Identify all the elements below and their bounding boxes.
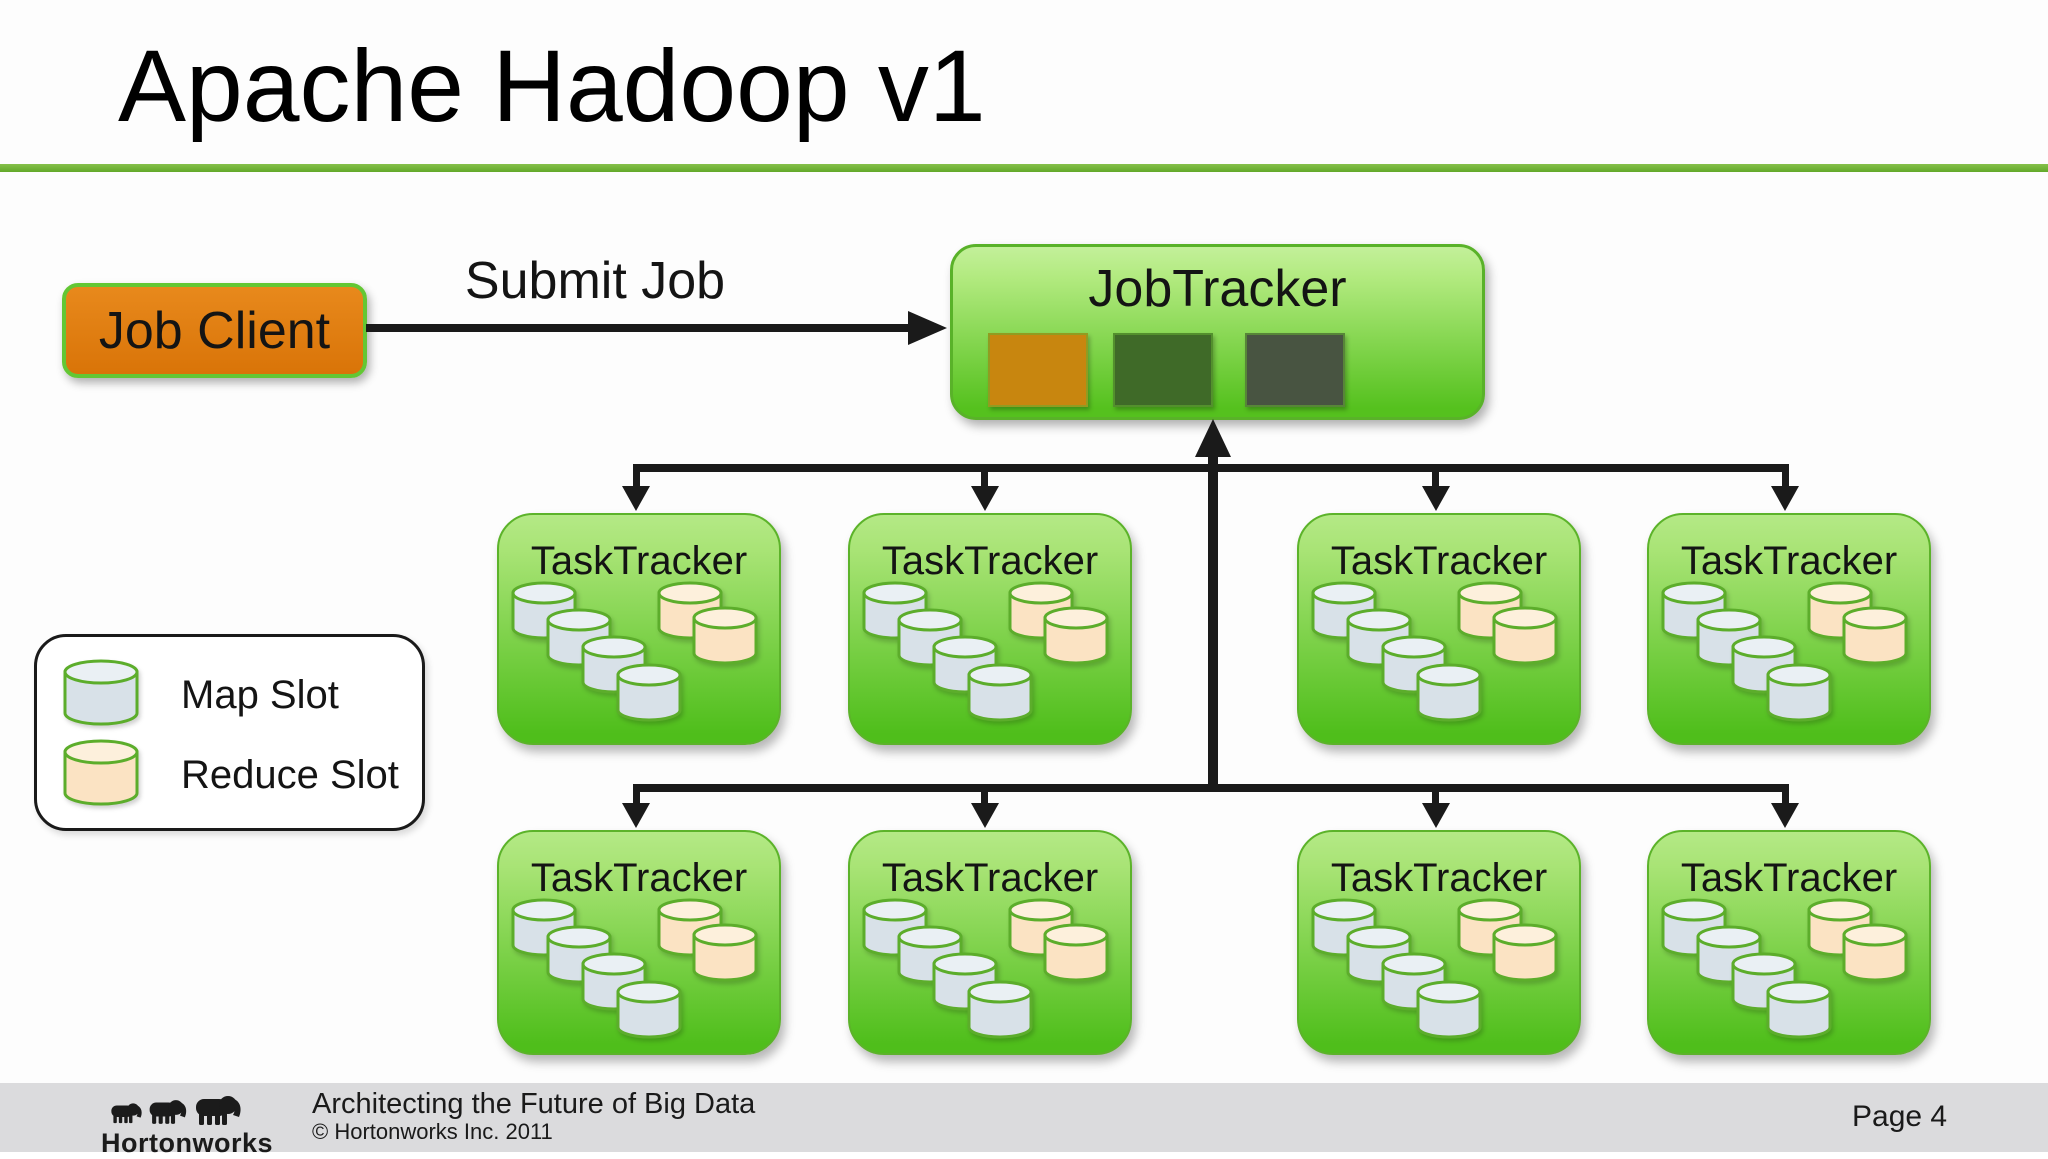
job-tracker-box: JobTracker <box>950 244 1485 420</box>
map-slot-cylinder-icon <box>63 659 139 726</box>
task-tracker-label: TaskTracker <box>530 856 748 900</box>
distribution-line-bottom <box>633 784 1789 792</box>
task-tracker-box-r1c2: TaskTracker <box>848 513 1132 745</box>
elephants-icon <box>111 1096 241 1125</box>
hortonworks-wordmark: Hortonworks <box>100 1128 273 1158</box>
map-slot-cylinder-icon <box>1416 980 1482 1039</box>
reduce-slot-cylinder-icon <box>1492 606 1558 665</box>
reduce-slot-cylinder-icon <box>1842 923 1908 982</box>
task-tracker-box-r2c1: TaskTracker <box>497 830 781 1055</box>
reduce-slot-cylinder-icon <box>692 923 758 982</box>
reduce-slot-cylinder-icon <box>692 606 758 665</box>
map-slot-cylinder-icon <box>1766 663 1832 722</box>
task-tracker-label: TaskTracker <box>1330 856 1548 900</box>
submit-job-arrowhead <box>908 311 947 345</box>
slide-title: Apache Hadoop v1 <box>118 29 986 143</box>
distribution-line-top <box>633 464 1789 472</box>
slot-cluster <box>1299 515 1579 743</box>
submit-job-label: Submit Job <box>464 252 726 310</box>
legend-box: Map Slot Reduce Slot <box>34 634 425 831</box>
footer-tagline: Architecting the Future of Big Data <box>312 1088 756 1120</box>
reduce-slot-label: Reduce Slot <box>181 752 399 797</box>
task-tracker-box-r2c4: TaskTracker <box>1647 830 1931 1055</box>
task-tracker-label: TaskTracker <box>1680 856 1898 900</box>
slot-cluster <box>499 832 779 1053</box>
job-client-box: Job Client <box>62 283 367 378</box>
title-divider-line <box>0 164 2048 172</box>
job-tracker-slot-square-orange <box>988 333 1088 407</box>
reduce-slot-cylinder-icon <box>1043 606 1109 665</box>
heartbeat-up-arrowhead <box>1195 419 1231 457</box>
job-tracker-slot-square-gray <box>1245 333 1345 407</box>
submit-job-arrow-line <box>366 324 912 332</box>
task-tracker-label: TaskTracker <box>881 539 1099 583</box>
task-tracker-label: TaskTracker <box>530 539 748 583</box>
task-tracker-box-r2c2: TaskTracker <box>848 830 1132 1055</box>
map-slot-cylinder-icon <box>1766 980 1832 1039</box>
reduce-slot-cylinder-icon <box>657 898 723 957</box>
reduce-slot-cylinder-icon <box>63 739 139 806</box>
reduce-slot-cylinder-icon <box>63 739 139 811</box>
task-tracker-label: TaskTracker <box>1680 539 1898 583</box>
slot-cluster <box>1299 832 1579 1053</box>
map-slot-cylinder-icon <box>1416 663 1482 722</box>
slot-cluster <box>1649 515 1929 743</box>
reduce-slot-cylinder-icon <box>1842 606 1908 665</box>
slot-cluster <box>1649 832 1929 1053</box>
task-tracker-box-r1c1: TaskTracker <box>497 513 781 745</box>
slot-cluster <box>499 515 779 743</box>
map-slot-label: Map Slot <box>181 672 339 717</box>
map-slot-cylinder-icon <box>967 663 1033 722</box>
map-slot-cylinder-icon <box>967 980 1033 1039</box>
slot-cluster <box>850 832 1130 1053</box>
job-tracker-label: JobTracker <box>1088 260 1347 318</box>
map-slot-cylinder-icon <box>616 663 682 722</box>
job-tracker-slot-square-green <box>1113 333 1213 407</box>
task-tracker-label: TaskTracker <box>881 856 1099 900</box>
heartbeat-line <box>1208 452 1218 792</box>
hortonworks-logo: Hortonworks <box>98 1090 276 1159</box>
task-tracker-box-r2c3: TaskTracker <box>1297 830 1581 1055</box>
map-slot-cylinder-icon <box>63 659 139 731</box>
task-tracker-box-r1c3: TaskTracker <box>1297 513 1581 745</box>
map-slot-cylinder-icon <box>616 980 682 1039</box>
job-client-label: Job Client <box>98 301 331 360</box>
task-tracker-label: TaskTracker <box>1330 539 1548 583</box>
footer-bar: Hortonworks Architecting the Future of B… <box>0 1083 2048 1158</box>
reduce-slot-cylinder-icon <box>1043 923 1109 982</box>
footer-copyright: © Hortonworks Inc. 2011 <box>312 1119 553 1144</box>
slot-cluster <box>850 515 1130 743</box>
page-number: Page 4 <box>1852 1100 1948 1133</box>
task-tracker-box-r1c4: TaskTracker <box>1647 513 1931 745</box>
reduce-slot-cylinder-icon <box>1492 923 1558 982</box>
